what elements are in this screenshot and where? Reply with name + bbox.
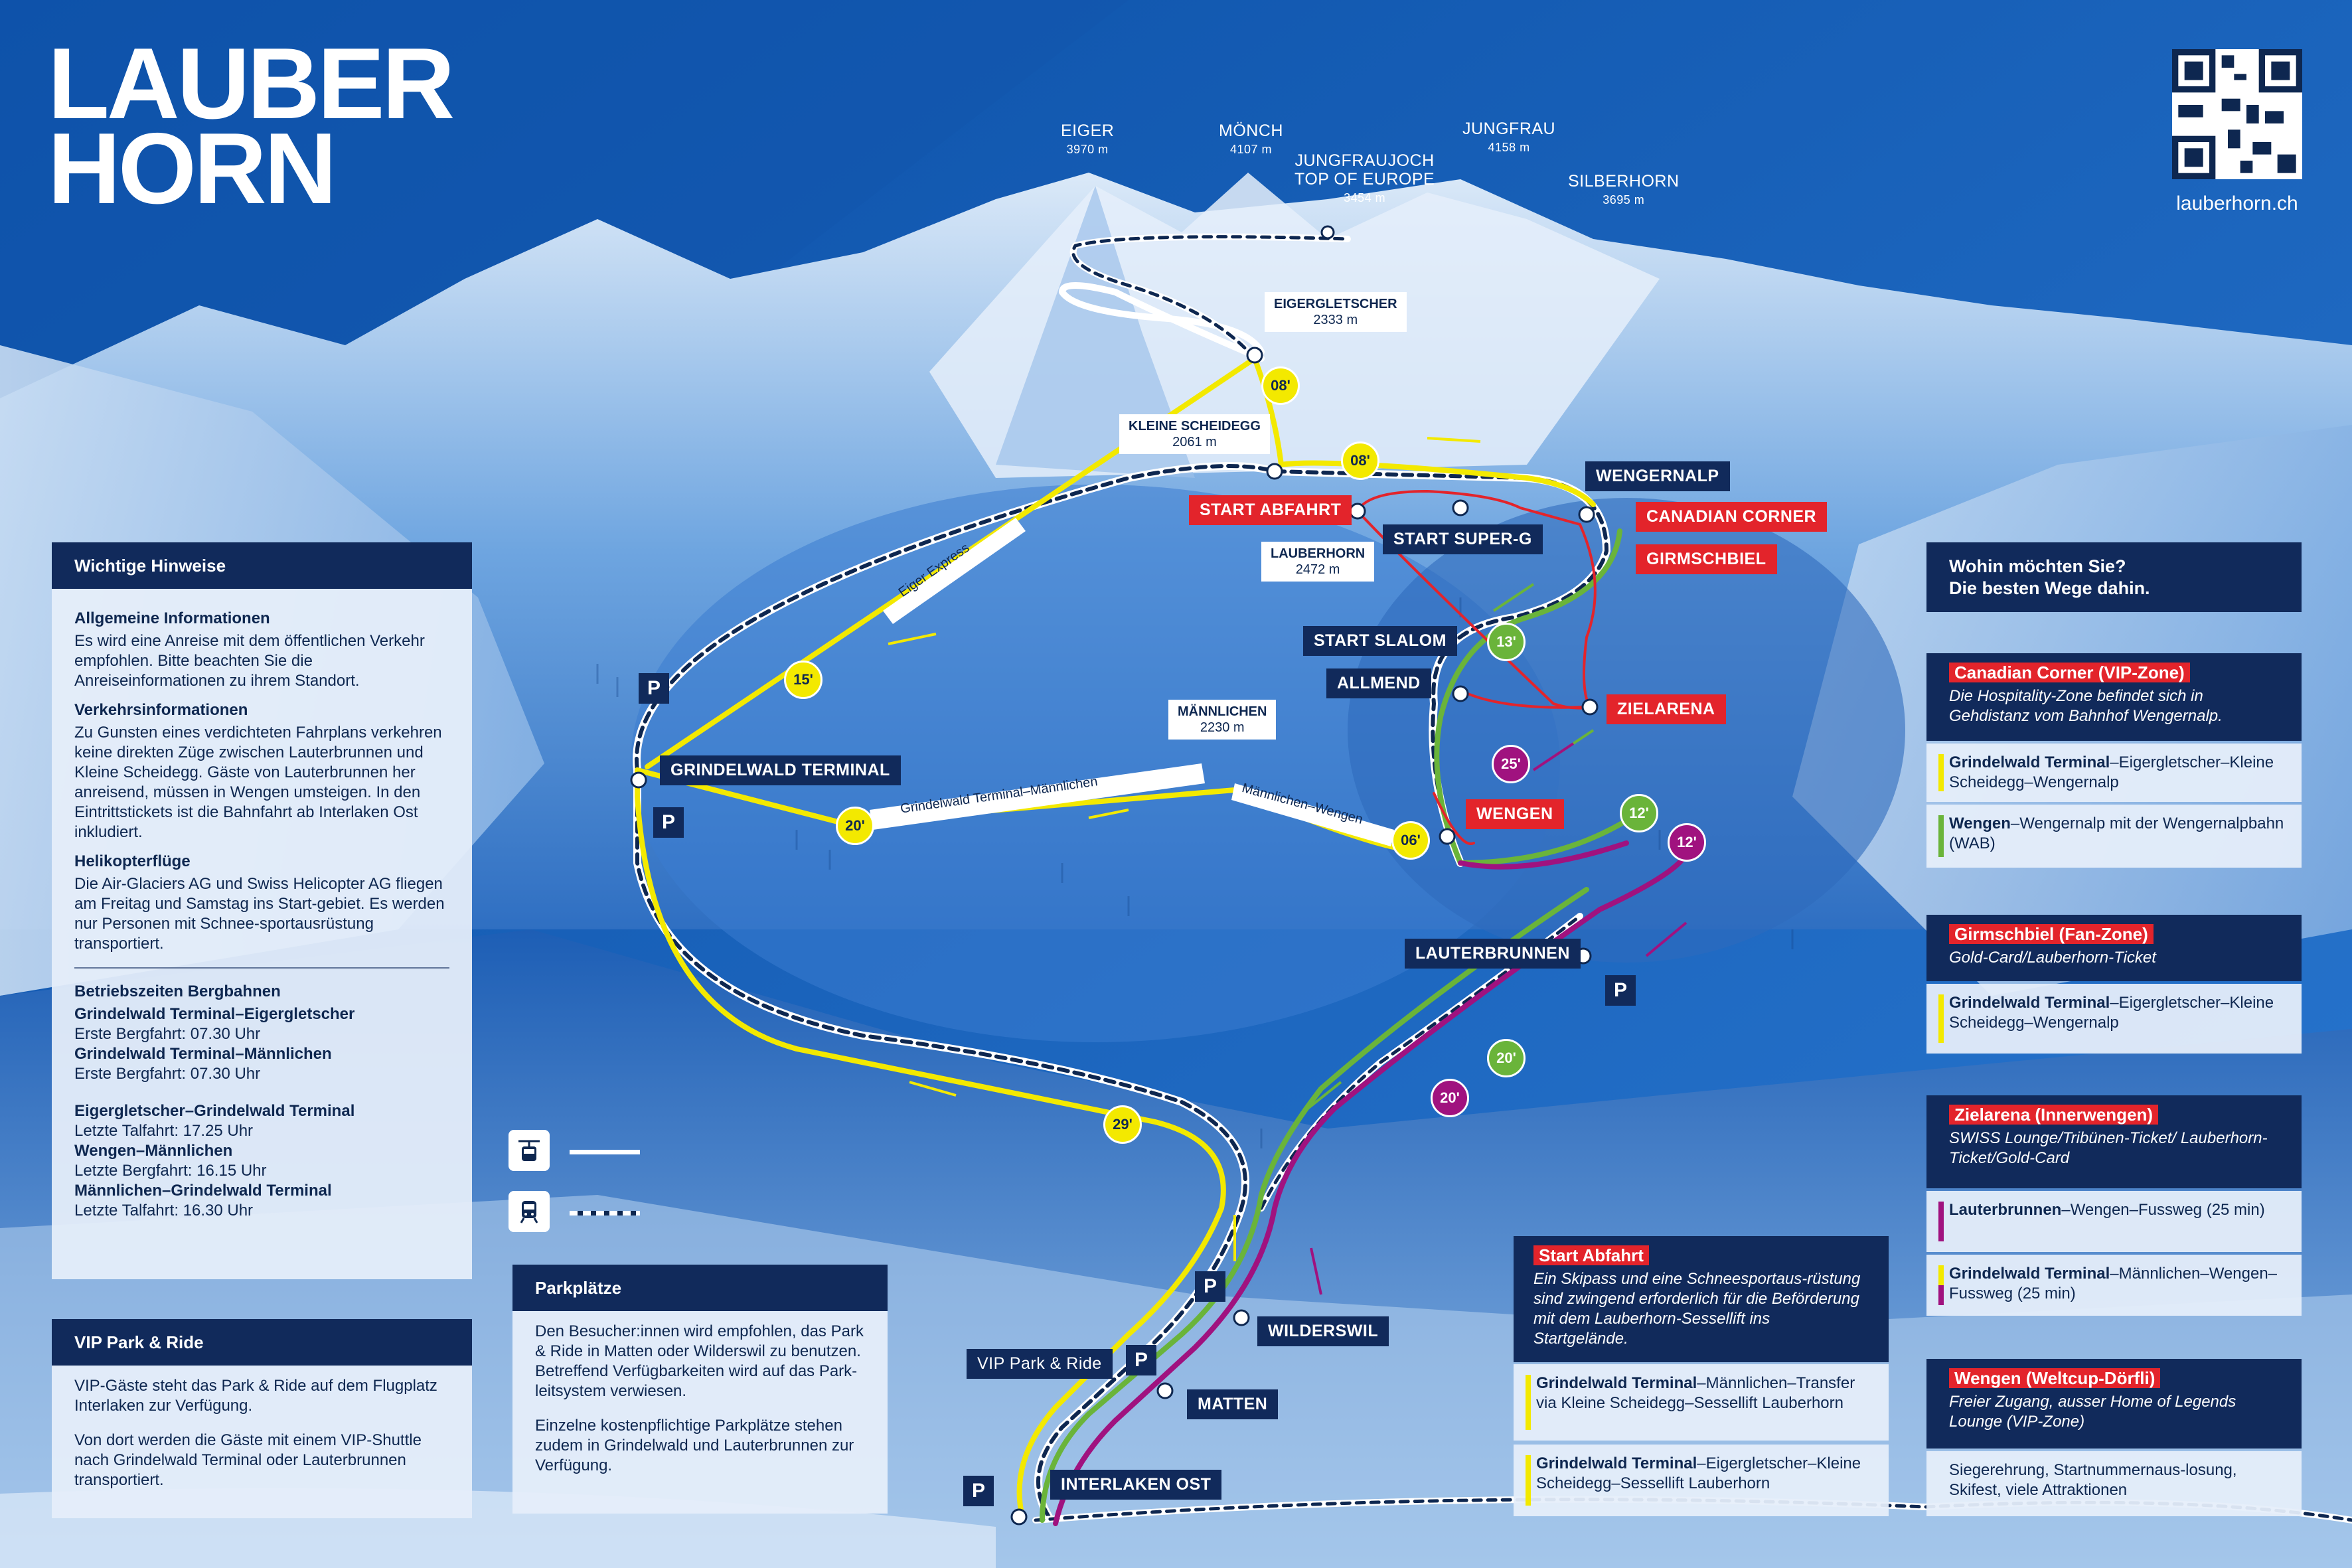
vip-title: VIP Park & Ride (52, 1319, 472, 1366)
start-route-2: Grindelwald Terminal–Eigergletscher–Klei… (1514, 1445, 1889, 1516)
logo: LAUBER HORN (48, 27, 455, 225)
label-canadian-corner[interactable]: CANADIAN CORNER (1636, 502, 1828, 532)
time-badge: 13' (1487, 623, 1526, 661)
parking-icon[interactable]: P (639, 673, 669, 704)
parking-icon[interactable]: P (1605, 975, 1636, 1006)
label-vip-park-ride[interactable]: VIP Park & Ride (967, 1349, 1113, 1379)
time-badge: 25' (1492, 745, 1530, 783)
wg-text: Siegerehrung, Startnummernaus-losung, Sk… (1926, 1451, 2302, 1516)
label-grindelwald-terminal[interactable]: GRINDELWALD TERMINAL (660, 755, 901, 785)
label-zielarena[interactable]: ZIELARENA (1607, 694, 1726, 724)
time-badge: 06' (1391, 821, 1430, 860)
qr-code-icon (2172, 49, 2302, 179)
notes-s3-text: Die Air-Glaciers AG und Swiss Helicopter… (74, 875, 445, 953)
za-header: Zielarena (Innerwengen) SWISS Lounge/Tri… (1926, 1095, 2302, 1188)
notes-s4-title: Betriebszeiten Bergbahnen (74, 982, 281, 1000)
hours-time: Letzte Bergfahrt: 16.15 Uhr (74, 1162, 267, 1180)
label-lauterbrunnen[interactable]: LAUTERBRUNNEN (1405, 939, 1581, 969)
hours-route: Grindelwald Terminal–Männlichen (74, 1045, 332, 1063)
time-badge: 20' (836, 807, 874, 845)
logo-line1: LAUBER (48, 27, 455, 140)
notes-title: Wichtige Hinweise (52, 542, 472, 589)
vip-panel: VIP Park & Ride VIP-Gäste steht das Park… (52, 1319, 472, 1518)
hours-route: Wengen–Männlichen (74, 1142, 233, 1160)
hours-time: Letzte Talfahrt: 16.30 Uhr (74, 1202, 254, 1219)
time-badge: 12' (1668, 823, 1706, 862)
notes-s2-text: Zu Gunsten eines verdichteten Fahrplans … (74, 724, 442, 841)
label-start-abfahrt[interactable]: START ABFAHRT (1189, 495, 1352, 525)
vip-text-1: VIP-Gäste steht das Park & Ride auf dem … (74, 1377, 437, 1415)
time-badge: 20' (1431, 1079, 1469, 1117)
right-title: Wohin möchten Sie? Die besten Wege dahin… (1926, 542, 2302, 612)
divider (74, 967, 449, 969)
time-badge: 20' (1487, 1039, 1526, 1077)
notes-s2-title: Verkehrsinformationen (74, 701, 248, 719)
train-icon (509, 1191, 550, 1232)
label-start-super-g[interactable]: START SUPER-G (1383, 524, 1543, 554)
hours-time: Letzte Talfahrt: 17.25 Uhr (74, 1122, 254, 1140)
gb-header: Girmschbiel (Fan-Zone) Gold-Card/Lauberh… (1926, 915, 2302, 981)
start-box-title: Start Abfahrt (1533, 1245, 1649, 1265)
start-box-desc: Ein Skipass und eine Schneesportaus-rüst… (1533, 1270, 1861, 1348)
za-route-2: Grindelwald Terminal–Männlichen–Wengen–F… (1926, 1255, 2302, 1316)
time-badge: 12' (1620, 794, 1658, 832)
label-wilderswil[interactable]: WILDERSWIL (1257, 1316, 1389, 1346)
logo-line2: HORN (48, 112, 337, 225)
label-matten[interactable]: MATTEN (1187, 1389, 1279, 1419)
gb-route-1: Grindelwald Terminal–Eigergletscher–Klei… (1926, 984, 2302, 1054)
legend (509, 1130, 640, 1232)
label-interlaken-ost[interactable]: INTERLAKEN OST (1050, 1470, 1222, 1500)
gondola-line (570, 1150, 640, 1154)
parking-text-1: Den Besucher:innen wird empfohlen, das P… (535, 1322, 864, 1400)
cc-route-2: Wengen–Wengernalp mit der Wengernalpbahn… (1926, 805, 2302, 868)
notes-s3-title: Helikopterflüge (74, 852, 191, 870)
wg-header: Wengen (Weltcup-Dörfli) Freier Zugang, a… (1926, 1359, 2302, 1449)
time-badge: 08' (1341, 441, 1379, 480)
cc-header: Canadian Corner (VIP-Zone) Die Hospitali… (1926, 653, 2302, 741)
parking-title: Parkplätze (512, 1265, 888, 1311)
notes-panel: Wichtige Hinweise Allgemeine Information… (52, 542, 472, 1279)
hours-route: Eigergletscher–Grindelwald Terminal (74, 1102, 355, 1120)
label-wengen[interactable]: WENGEN (1466, 799, 1564, 829)
label-start-slalom[interactable]: START SLALOM (1303, 626, 1457, 656)
website-link[interactable]: lauberhorn.ch (2176, 193, 2298, 214)
train-line (570, 1211, 640, 1215)
label-allmend[interactable]: ALLMEND (1326, 668, 1431, 698)
parking-panel: Parkplätze Den Besucher:innen wird empfo… (512, 1265, 888, 1514)
gondola-icon (509, 1130, 550, 1171)
hours-time: Erste Bergfahrt: 07.30 Uhr (74, 1065, 261, 1083)
notes-s1-title: Allgemeine Informationen (74, 609, 270, 627)
time-badge: 29' (1103, 1105, 1142, 1144)
hours-time: Erste Bergfahrt: 07.30 Uhr (74, 1025, 261, 1043)
time-badge: 08' (1261, 366, 1300, 405)
parking-icon[interactable]: P (1126, 1345, 1156, 1375)
vip-text-2: Von dort werden die Gäste mit einem VIP-… (74, 1431, 422, 1489)
hours-route: Männlichen–Grindelwald Terminal (74, 1182, 332, 1200)
parking-icon[interactable]: P (653, 807, 684, 838)
qr-code[interactable] (2172, 49, 2302, 179)
time-badge: 15' (784, 661, 823, 699)
za-route-1: Lauterbrunnen–Wengen–Fussweg (25 min) (1926, 1191, 2302, 1252)
notes-s1-text: Es wird eine Anreise mit dem öffentliche… (74, 632, 425, 690)
label-girmschbiel[interactable]: GIRMSCHBIEL (1636, 544, 1777, 574)
hours-route: Grindelwald Terminal–Eigergletscher (74, 1005, 355, 1023)
label-wengernalp[interactable]: WENGERNALP (1585, 461, 1730, 491)
parking-text-2: Einzelne kostenpflichtige Parkplätze ste… (535, 1417, 854, 1474)
parking-icon[interactable]: P (1195, 1271, 1225, 1302)
start-route-1: Grindelwald Terminal–Männlichen–Transfer… (1514, 1364, 1889, 1441)
start-abfahrt-box: Start Abfahrt Ein Skipass und eine Schne… (1514, 1236, 1889, 1362)
cc-route-1: Grindelwald Terminal–Eigergletscher–Klei… (1926, 744, 2302, 802)
parking-icon[interactable]: P (963, 1476, 994, 1506)
